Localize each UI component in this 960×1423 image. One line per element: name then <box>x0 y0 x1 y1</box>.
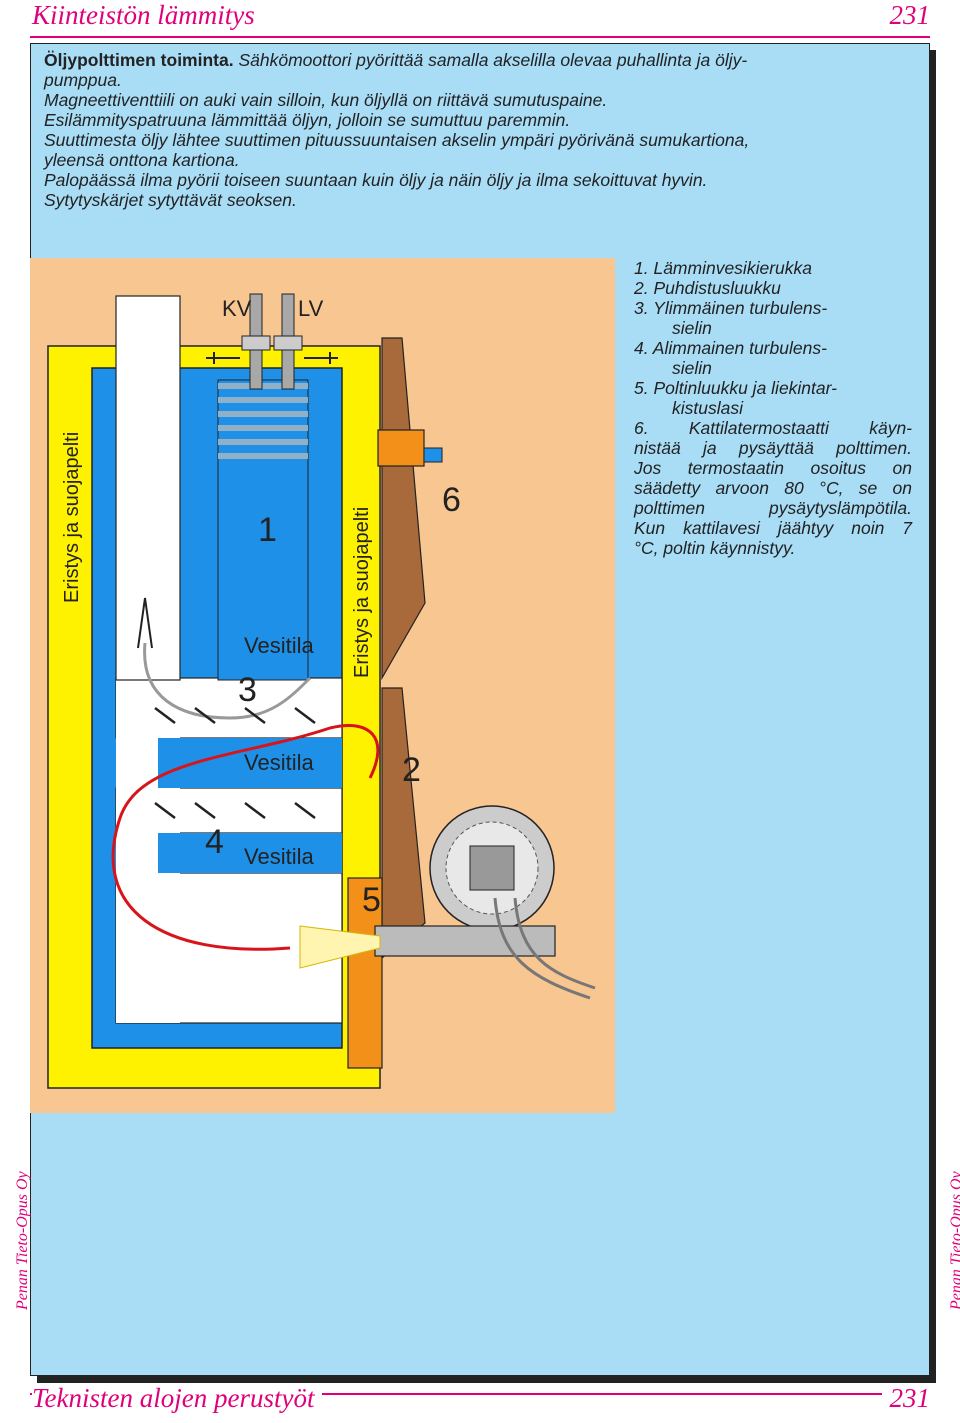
legend: 1. Lämminvesikierukka 2. Puhdistusluukku… <box>634 258 912 558</box>
intro-text: Öljypolttimen toiminta. Sähkömoottori py… <box>44 50 874 210</box>
legend-item-6: °C, poltin käynnistyy. <box>634 538 796 558</box>
intro-line: yleensä onttona kartiona. <box>44 150 240 170</box>
coil-flange <box>206 352 338 364</box>
callout-4: 4 <box>205 823 224 861</box>
footer-page-number: 231 <box>881 1383 930 1414</box>
callout-6: 6 <box>442 481 461 519</box>
cold-water-label: KV <box>222 296 252 321</box>
panel-shadow <box>930 50 936 1383</box>
burner <box>374 805 596 1000</box>
oil-pump <box>469 845 515 891</box>
cleaning-door-upper <box>381 337 426 681</box>
publisher-right: Penan Tieto-Opus Oy <box>948 1171 960 1310</box>
blast-tube <box>374 925 556 957</box>
legend-item-6: 6. Kattilatermostaatti käyn- <box>634 418 912 438</box>
callout-3: 3 <box>238 671 257 709</box>
pipe-fitting <box>273 335 303 351</box>
oil-hose <box>493 897 591 1000</box>
footer-rule <box>30 1393 930 1395</box>
turbulence-baffles-lower <box>154 802 316 819</box>
footer-title: Teknisten alojen perustyöt <box>32 1383 323 1414</box>
oil-spray-cone <box>299 925 381 969</box>
water-space-label-3: Vesitila <box>244 844 314 869</box>
pipe-fitting <box>241 335 271 351</box>
cleaning-door <box>381 687 426 960</box>
legend-item-cont: sielin <box>672 358 712 378</box>
callout-2: 2 <box>402 751 421 789</box>
panel-shadow <box>37 1376 936 1383</box>
boiler-diagram: KV LV Eristys ja suojapelti Eristys ja s… <box>30 258 615 1113</box>
intro-lead: Öljypolttimen toiminta. <box>44 50 234 70</box>
intro-line: Suuttimesta öljy lähtee suuttimen pituus… <box>44 130 750 150</box>
baffle <box>154 802 316 819</box>
water-space-label-2: Vesitila <box>244 750 314 775</box>
legend-item-6: säädetty arvoon 80 °C, se on <box>634 478 912 498</box>
legend-item: 3. Ylimmäinen turbulens- <box>634 298 828 318</box>
intro-line: Sytytyskärjet sytyttävät seoksen. <box>44 190 297 210</box>
publisher-left: Penan Tieto-Opus Oy <box>14 1171 31 1310</box>
intro-line: Palopäässä ilma pyörii toiseen suuntaan … <box>44 170 708 190</box>
thermostat-knob <box>423 447 443 463</box>
legend-item-cont: sielin <box>672 318 712 338</box>
legend-item: 5. Poltinluukku ja liekintar- <box>634 378 837 398</box>
boiler-thermostat <box>377 429 425 467</box>
flame-path <box>111 723 380 951</box>
baffle <box>154 707 316 724</box>
intro-lead-rest: Sähkömoottori pyörittää samalla akselill… <box>233 50 748 70</box>
flue-gas-path <box>143 642 312 720</box>
callout-1: 1 <box>258 511 277 549</box>
legend-item-cont: kistuslasi <box>672 398 743 418</box>
legend-item-6: polttimen pysäytyslämpötila. <box>634 498 912 518</box>
turbulence-baffles-upper <box>154 707 316 724</box>
water-space-2 <box>158 833 342 873</box>
water-space-label-1: Vesitila <box>244 633 314 658</box>
legend-item-6: Jos termostaatin osoitus on <box>634 458 912 478</box>
intro-line: Esilämmityspatruuna lämmittää öljyn, jol… <box>44 110 571 130</box>
header-page-number: 231 <box>889 0 931 30</box>
hot-water-label: LV <box>298 296 324 321</box>
legend-item-6: nistää ja pysäyttää polttimen. <box>634 438 912 458</box>
header-rule <box>30 36 930 38</box>
intro-line: Öljypolttimen toiminta. Sähkömoottori py… <box>44 50 874 70</box>
callout-5: 5 <box>362 881 381 919</box>
burner-door <box>347 877 383 1069</box>
intro-line: pumppua. <box>44 70 122 90</box>
flue-gas-arrow <box>137 597 153 649</box>
header-title: Kiinteistön lämmitys <box>32 0 255 30</box>
insulation-label-middle: Eristys ja suojapelti <box>351 507 373 678</box>
intro-line: Magneettiventtiili on auki vain silloin,… <box>44 90 608 110</box>
legend-item: 2. Puhdistusluukku <box>634 278 781 298</box>
legend-item-6: Kun kattilavesi jäähtyy noin 7 <box>634 518 912 538</box>
legend-item: 1. Lämminvesikierukka <box>634 258 812 278</box>
insulation-label-left: Eristys ja suojapelti <box>61 432 83 603</box>
oil-hose <box>513 897 596 990</box>
water-space-1 <box>158 738 342 788</box>
legend-item: 4. Alimmainen turbulens- <box>634 338 827 358</box>
